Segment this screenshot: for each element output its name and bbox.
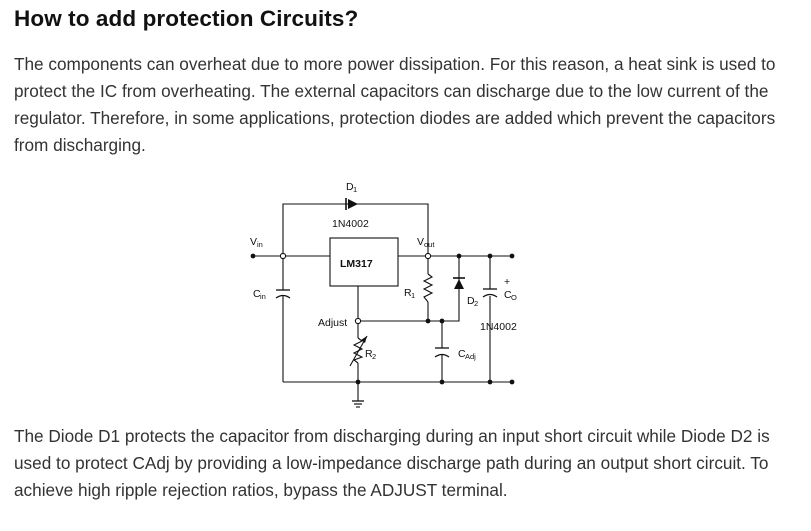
vin-label: V [250,236,257,248]
adjust-label: Adjust [318,317,347,329]
section-heading: How to add protection Circuits? [14,6,359,31]
vout-node [424,252,432,260]
d1-part-label: 1N4002 [332,218,369,230]
lm317-ic-box [329,237,399,287]
vout-label: V [417,236,424,248]
r2-sub: 2 [372,352,376,361]
diode-explanation-paragraph: The Diode D1 protects the capacitor from… [14,426,770,500]
d1-sub: 1 [353,185,357,194]
diode-d2-symbol [453,277,465,289]
cin-sub: in [260,292,266,301]
ic-label: LM317 [340,258,373,270]
r1-sub: 1 [411,291,415,300]
d2-sub: 2 [474,299,478,308]
adjust-node [354,317,362,325]
r1-resistor-symbol [422,273,434,303]
cin-capacitor-symbol [275,289,291,299]
d2-part-label: 1N4002 [480,321,517,333]
cadj-junction [439,318,445,324]
intro-paragraph: The components can overheat due to more … [14,54,776,155]
d1-label: D [346,181,354,193]
cadj-label: C [458,348,466,360]
vin-node [279,252,287,260]
co-label: C [504,289,512,301]
ground-terminal [509,379,515,385]
r2-label: R [365,348,373,360]
vout-sub: out [424,240,435,249]
protection-circuit-diagram: D 1 1N4002 V in C in LM317 V out [240,176,540,416]
d2-label: D [467,295,475,307]
co-capacitor-symbol [482,288,498,298]
cin-label: C [253,288,261,300]
cadj-capacitor-symbol [434,347,450,358]
r1-label: R [404,287,412,299]
vin-sub: in [257,240,263,249]
co-ground-junction [487,379,493,385]
vin-terminal [250,253,256,259]
diode-d1-symbol [345,198,358,210]
co-plus-label: + [504,276,510,288]
co-sub: O [511,293,517,302]
ground-icon [352,400,364,408]
cadj-sub: Adj [465,352,476,361]
vout-terminal [509,253,515,259]
r2-resistor-symbol [352,337,364,364]
circuit-svg: D 1 1N4002 V in C in LM317 V out [250,181,517,408]
